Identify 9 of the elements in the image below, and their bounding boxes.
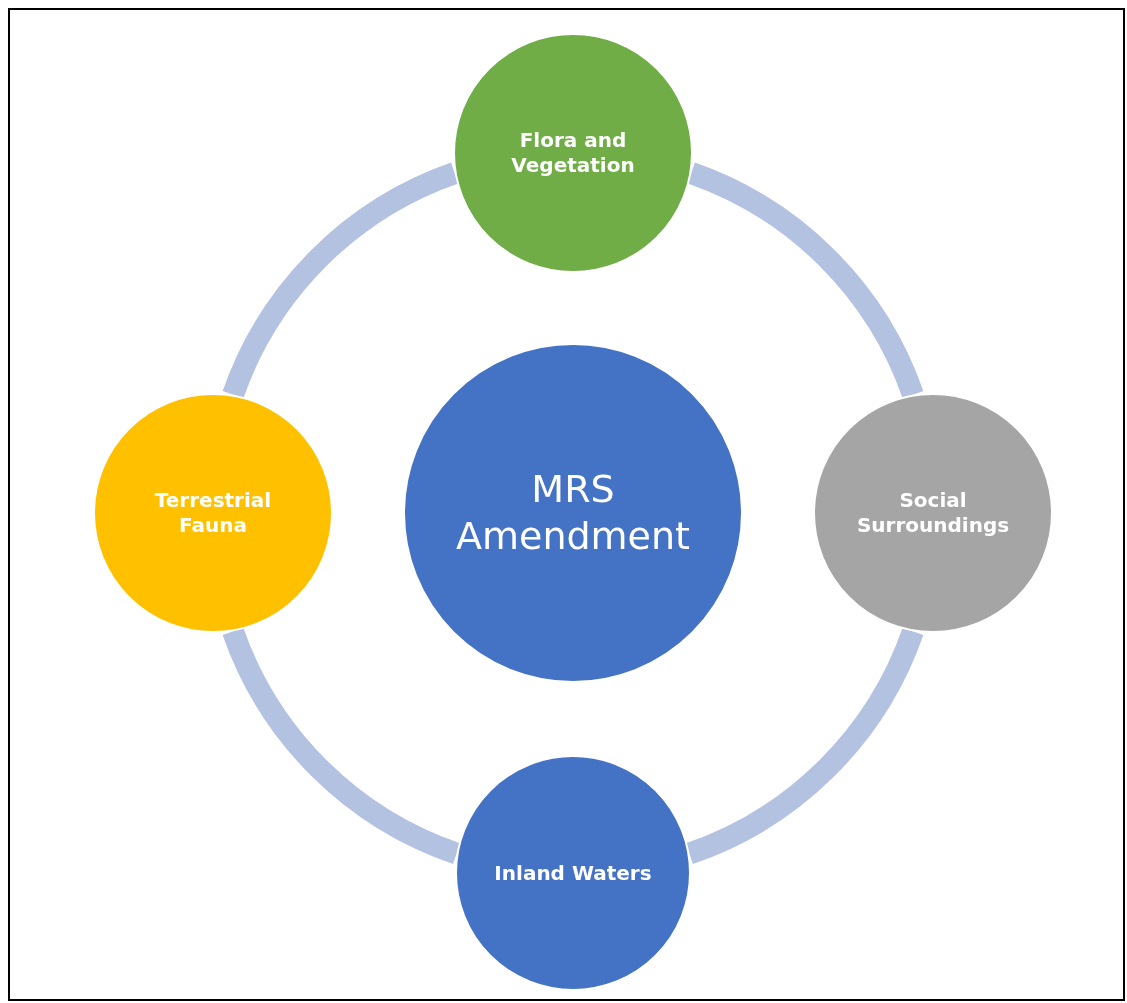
ring-connector (687, 162, 924, 399)
node-label: Terrestrial Fauna (153, 488, 273, 538)
node-label: Inland Waters (494, 860, 652, 886)
ring-connector (222, 162, 459, 399)
node-label: Flora and Vegetation (510, 128, 636, 178)
node-label: MRS Amendment (455, 465, 691, 560)
node-label: Social Surroundings (855, 488, 1011, 538)
ring-connector (222, 627, 461, 864)
ring-connector (685, 627, 924, 864)
